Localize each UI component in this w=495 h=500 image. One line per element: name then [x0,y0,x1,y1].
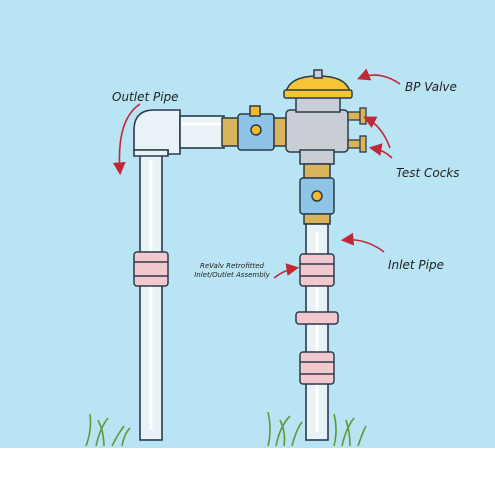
label-test-cocks: Test Cocks [396,166,460,180]
label-inlet-pipe: Inlet Pipe [388,258,444,272]
label-revalv-line2: Inlet/Outlet Assembly [194,271,270,279]
ground [0,448,495,500]
label-revalv-line1: ReValv Retrofitted [200,262,264,270]
horizontal-pipe [179,115,225,149]
inlet-union-lower [299,351,335,385]
horizontal-ball-valve [221,105,287,151]
arrow-inlet-pipe [340,232,385,253]
callout-arrows [112,68,401,279]
grass-center [267,411,303,447]
label-outlet-pipe: Outlet Pipe [112,90,179,104]
bp-valve [283,69,353,165]
arrow-outlet-pipe [112,103,141,176]
test-cocks [347,107,367,153]
outlet-pipe [139,149,163,441]
arrow-revalv [273,263,300,279]
label-bp-valve: BP Valve [405,80,457,94]
arrow-test-cocks [363,116,391,149]
inlet-union-middle [295,311,339,325]
outlet-elbow [133,109,181,157]
inlet-union-upper [299,253,335,287]
arrow-test-cocks-2 [368,143,393,159]
grass-left [85,413,131,447]
label-revalv-assembly: ReValv Retrofitted Inlet/Outlet Assembly [190,262,274,280]
vertical-ball-valve [299,163,335,225]
outlet-union [133,251,169,287]
arrow-bp-valve [357,68,401,85]
grass-right [333,413,367,447]
